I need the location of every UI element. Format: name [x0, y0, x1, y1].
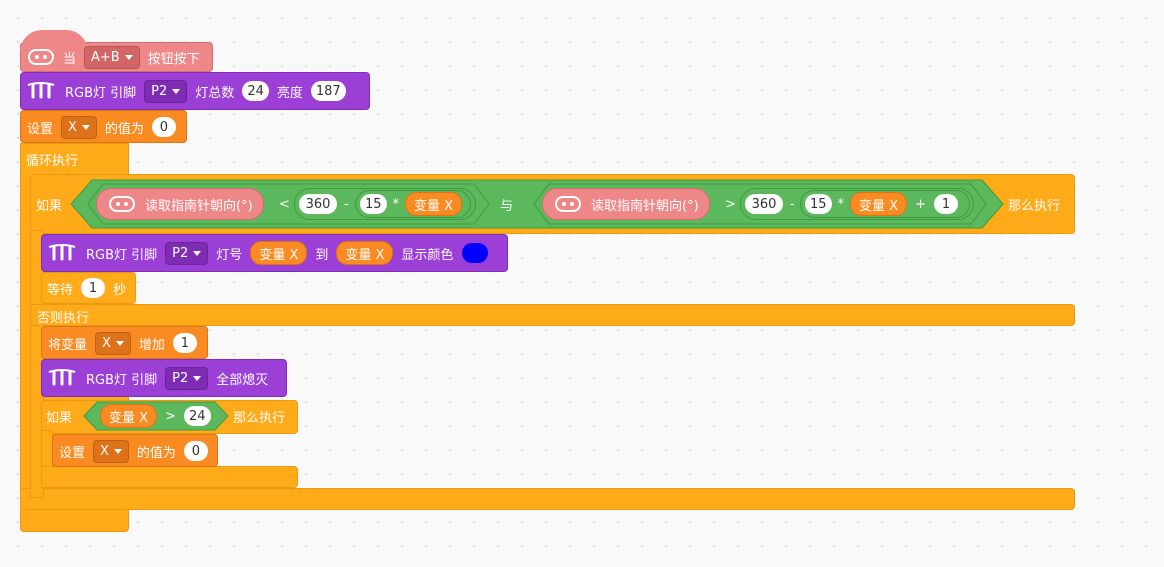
rgb-off-label: RGB灯 引脚 [86, 372, 158, 388]
variable-x-reporter[interactable]: 变量 X [250, 241, 308, 265]
compass-heading-reporter-left[interactable]: 读取指南针朝向(°) [96, 188, 264, 220]
button-dropdown[interactable]: A+B [84, 45, 140, 69]
rgb-index-label: 灯号 [216, 247, 243, 263]
caret-down-icon [172, 88, 181, 94]
caret-down-icon [113, 448, 122, 454]
set-label: 设置 [27, 121, 54, 137]
variable-x-reporter[interactable]: 变量 X [405, 192, 463, 216]
rgb-color-label: 显示颜色 [401, 247, 454, 263]
multiply-symbol-right: * [837, 196, 845, 212]
hat-when-label: 当 [63, 51, 77, 67]
set-value-input[interactable]: 0 [151, 117, 176, 137]
rgb-count-label: 灯总数 [195, 85, 235, 101]
rgb-set-label: RGB灯 引脚 [86, 247, 158, 263]
set-variable-block[interactable] [20, 110, 187, 143]
compass-heading-reporter-right[interactable]: 读取指南针朝向(°) [542, 188, 710, 220]
wait-unit-label: 秒 [113, 282, 127, 298]
rgb-brightness-label: 亮度 [276, 85, 303, 101]
rgb-count-input[interactable]: 24 [242, 81, 269, 101]
change-label: 将变量 [48, 337, 88, 353]
set-value-label: 的值为 [136, 445, 176, 461]
caret-down-icon [115, 340, 124, 346]
rgb-brightness-input[interactable]: 187 [310, 81, 346, 101]
rgb-to-label: 到 [315, 247, 329, 263]
set-value-label: 的值为 [104, 121, 144, 137]
hat-pressed-label: 按钮按下 [147, 51, 200, 67]
compare-value-input[interactable]: 24 [183, 406, 211, 426]
greater-than-symbol: > [725, 196, 736, 212]
change-value-input[interactable]: 1 [172, 333, 197, 353]
microbit-icon [555, 196, 581, 212]
minus-symbol-left: - [344, 196, 349, 212]
if-block-inner-bottom [41, 466, 298, 488]
rgb-led-icon [48, 369, 76, 386]
caret-down-icon [124, 54, 133, 60]
set-var-dropdown[interactable]: X [61, 115, 97, 139]
if-inner-label: 如果 [46, 410, 73, 426]
rgb-all-off-block[interactable] [41, 359, 287, 397]
else-label: 否则执行 [37, 310, 90, 326]
rgb-init-label: RGB灯 引脚 [65, 85, 137, 101]
microbit-icon [28, 49, 54, 65]
less-than-symbol: < [279, 196, 290, 212]
minus-symbol-right: - [790, 196, 795, 212]
hat-cap [20, 30, 88, 52]
microbit-icon [109, 196, 135, 212]
caret-down-icon [81, 124, 90, 130]
number-15-right[interactable]: 15 [805, 194, 832, 214]
set-label: 设置 [59, 445, 86, 461]
if-label: 如果 [36, 198, 63, 214]
caret-down-icon [193, 250, 202, 256]
rgb-init-pin-dropdown[interactable]: P2 [144, 79, 188, 103]
and-label: 与 [500, 198, 514, 214]
then-label: 那么执行 [1008, 198, 1061, 214]
forever-bottom-arm [20, 488, 1075, 510]
rgb-led-icon [48, 244, 76, 261]
plus-symbol: + [915, 196, 926, 212]
change-var-dropdown[interactable]: X [95, 331, 131, 355]
variable-x-reporter[interactable]: 变量 X [336, 241, 394, 265]
rgb-off-pin-dropdown[interactable]: P2 [165, 366, 209, 390]
forever-label: 循环执行 [26, 153, 79, 169]
number-1[interactable]: 1 [934, 194, 958, 214]
set-value-input[interactable]: 0 [183, 441, 208, 461]
number-360-left[interactable]: 360 [299, 194, 337, 214]
variable-x-reporter[interactable]: 变量 X [100, 404, 158, 428]
number-15-left[interactable]: 15 [360, 194, 387, 214]
then-label: 那么执行 [233, 410, 286, 426]
set-var-dropdown[interactable]: X [93, 439, 129, 463]
change-inc-label: 增加 [138, 337, 165, 353]
greater-than-symbol: > [165, 408, 176, 424]
caret-down-icon [193, 375, 202, 381]
rgb-led-icon [27, 82, 55, 99]
number-360-right[interactable]: 360 [745, 194, 783, 214]
rgb-off-action-label: 全部熄灭 [216, 372, 269, 388]
color-swatch[interactable] [462, 243, 489, 263]
else-arm [30, 304, 1075, 326]
multiply-symbol-left: * [392, 196, 400, 212]
variable-x-reporter[interactable]: 变量 X [850, 192, 908, 216]
wait-label: 等待 [47, 282, 74, 298]
wait-seconds-input[interactable]: 1 [81, 278, 106, 298]
rgb-set-pin-dropdown[interactable]: P2 [165, 241, 209, 265]
